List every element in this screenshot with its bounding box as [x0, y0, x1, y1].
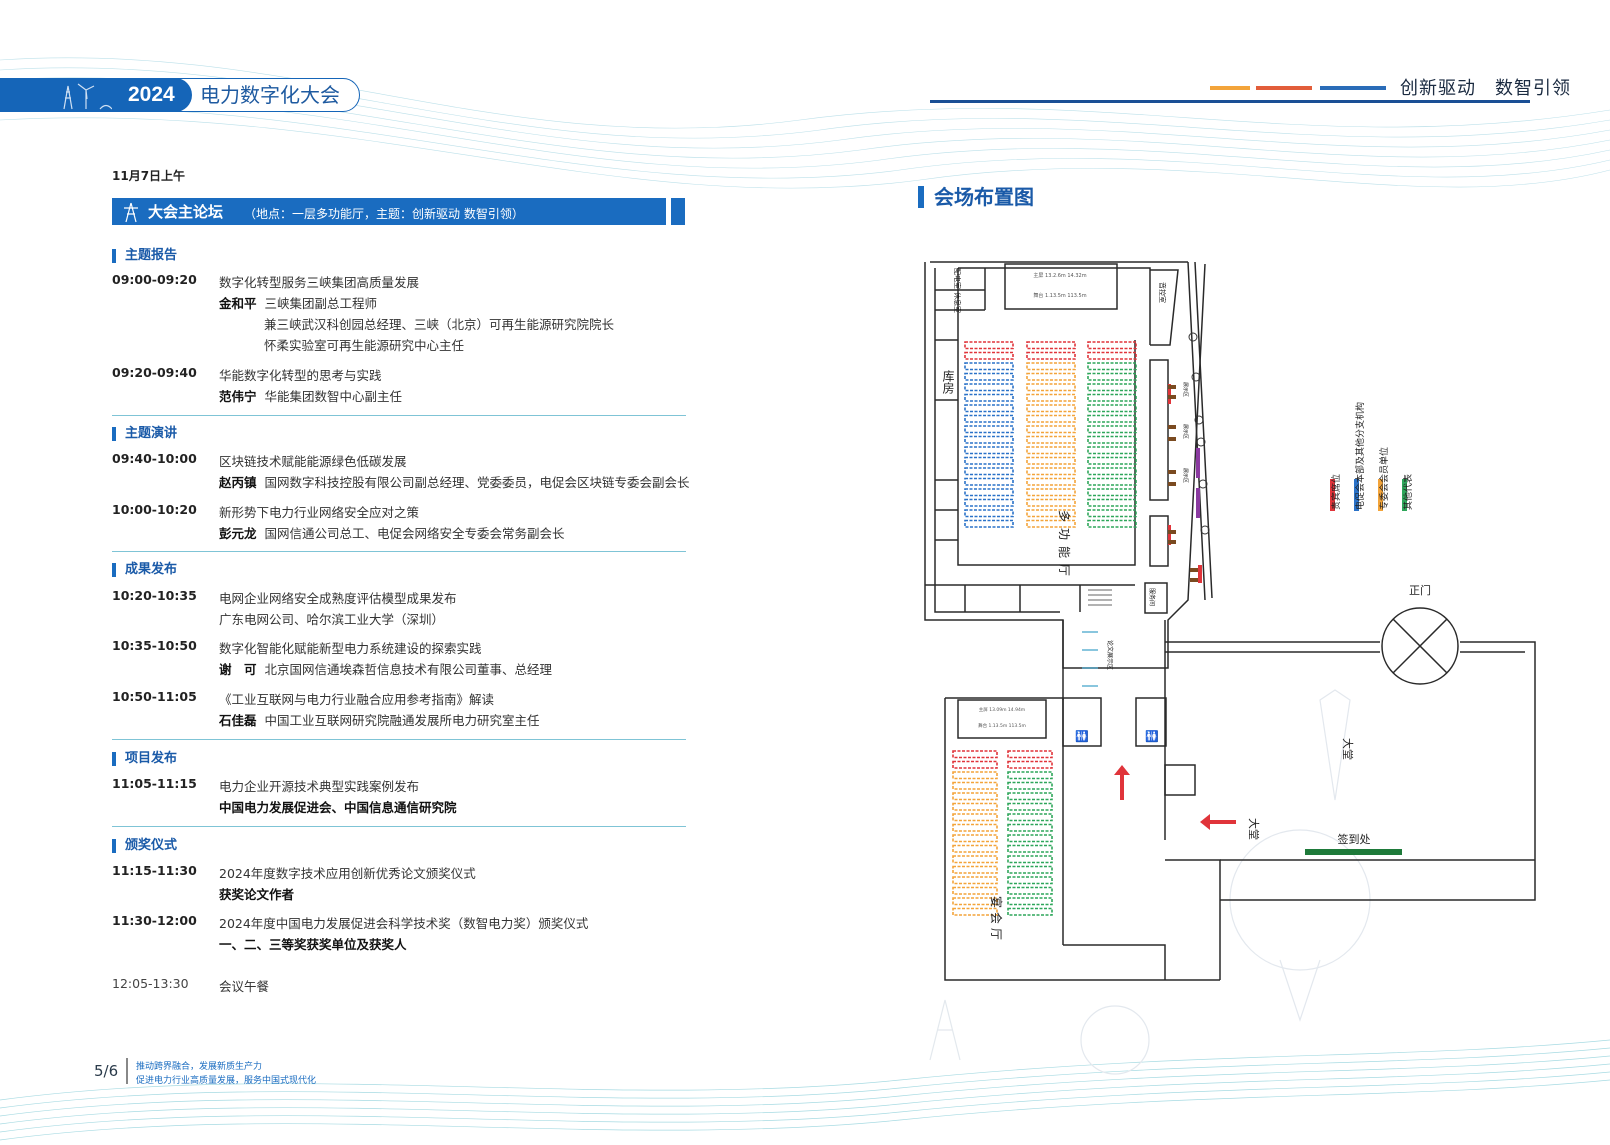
agenda-title: 数字化转型服务三峡集团高质量发展: [219, 275, 420, 290]
agenda-speaker: 赵丙镇国网数字科技控股有限公司副总经理、党委委员，电促会区块链专委会副会长: [219, 472, 690, 491]
speaker-name: 金和平: [219, 296, 257, 311]
header-slogan: 创新驱动 数智引领: [1400, 78, 1571, 99]
agenda-time: 10:00-10:20: [112, 502, 197, 517]
agenda-speaker: 石佳磊中国工业互联网研究院融通发展所电力研究室主任: [219, 710, 540, 729]
agenda-speaker: 范伟宁华能集团数智中心副主任: [219, 386, 402, 405]
agenda-time: 10:20-10:35: [112, 588, 197, 603]
speaker-name: 彭元龙: [219, 526, 257, 541]
speaker-name: 范伟宁: [219, 389, 257, 404]
speaker-role: 国网数字科技控股有限公司副总经理、党委委员，电促会区块链专委会副会长: [264, 475, 690, 490]
agenda-title: 《工业互联网与电力行业融合应用参考指南》解读: [219, 692, 495, 707]
section-project-release: 项目发布: [112, 752, 177, 766]
agenda-speaker: 金和平三峡集团副总工程师: [219, 293, 377, 312]
section-keynote-report: 主题报告: [112, 249, 177, 263]
speaker-role: 北京国网信通埃森哲信息技术有限公司董事、总经理: [264, 662, 553, 677]
agenda-time: 11:30-12:00: [112, 913, 197, 928]
agenda-title: 电网企业网络安全成熟度评估模型成果发布: [219, 591, 457, 606]
agenda-awardees: 一、二、三等奖获奖单位及获奖人: [219, 937, 407, 952]
agenda-title: 电力企业开源技术典型实践案例发布: [219, 779, 420, 794]
header-year-badge: [110, 78, 192, 112]
speaker-role: 国网信通公司总工、电促会网络安全专委会常务副会长: [264, 526, 565, 541]
agenda-title: 华能数字化转型的思考与实践: [219, 368, 382, 383]
venue-title: 会场布置图: [918, 186, 1034, 208]
forum-subtitle: （地点：一层多功能厅，主题：创新驱动 数智引领）: [244, 207, 524, 221]
agenda-speaker: 彭元龙国网信通公司总工、电促会网络安全专委会常务副会长: [219, 523, 565, 542]
agenda-date: 11月7日上午: [112, 169, 186, 183]
speaker-role: 华能集团数智中心副主任: [264, 389, 403, 404]
agenda-time: 10:50-11:05: [112, 689, 197, 704]
agenda-title: 2024年度数字技术应用创新优秀论文颁奖仪式: [219, 866, 476, 881]
agenda-title: 区块链技术赋能能源绿色低碳发展: [219, 454, 407, 469]
footer-line-2: 促进电力行业高质量发展，服务中国式现代化: [136, 1076, 317, 1086]
agenda-time: 11:15-11:30: [112, 863, 197, 878]
section-keynote-speech: 主题演讲: [112, 427, 177, 441]
header-accent-lines: [930, 86, 1530, 103]
page-number: 5/6: [94, 1062, 119, 1080]
footer-divider: [126, 1058, 128, 1084]
agenda-time: 11:05-11:15: [112, 776, 197, 791]
header-year: 2024: [128, 83, 175, 106]
agenda-title: 会议午餐: [219, 979, 270, 994]
agenda-time: 10:35-10:50: [112, 638, 197, 653]
agenda-awardees: 获奖论文作者: [219, 887, 295, 902]
wind-turbine-icon: [63, 83, 112, 110]
agenda-speaker: 谢 可北京国网信通埃森哲信息技术有限公司董事、总经理: [219, 659, 552, 678]
tower-icon: [124, 202, 138, 223]
section-award-ceremony: 颁奖仪式: [112, 839, 177, 853]
speaker-name: 谢 可: [219, 662, 257, 677]
speaker-name: 赵丙镇: [219, 475, 257, 490]
section-divider: [112, 551, 686, 552]
agenda-time: 09:00-09:20: [112, 272, 197, 287]
speaker-name: 石佳磊: [219, 713, 257, 728]
footer-line-1: 推动跨界融合，发展新质生产力: [136, 1062, 263, 1072]
forum-title: 大会主论坛: [148, 203, 224, 221]
agenda-organization: 中国电力发展促进会、中国信息通信研究院: [219, 800, 457, 815]
forum-header-bar: [112, 198, 666, 225]
speaker-role: 兼三峡武汉科创园总经理、三峡（北京）可再生能源研究院院长: [264, 317, 615, 332]
agenda-time: 09:20-09:40: [112, 365, 197, 380]
section-divider: [112, 826, 686, 827]
section-divider: [112, 415, 686, 416]
forum-header-end: [671, 198, 685, 225]
speaker-role: 怀柔实验室可再生能源研究中心主任: [264, 338, 465, 353]
section-results-release: 成果发布: [112, 563, 177, 577]
agenda-time: 09:40-10:00: [112, 451, 197, 466]
speaker-role: 三峡集团副总工程师: [264, 296, 378, 311]
agenda-title: 数字化智能化赋能新型电力系统建设的探索实践: [219, 641, 482, 656]
header-title: 电力数字化大会: [200, 83, 340, 107]
agenda-time: 12:05-13:30: [112, 976, 189, 991]
speaker-role: 中国工业互联网研究院融通发展所电力研究室主任: [264, 713, 540, 728]
agenda-title: 2024年度中国电力发展促进会科学技术奖（数智电力奖）颁奖仪式: [219, 916, 589, 931]
section-divider: [112, 739, 686, 740]
agenda-title: 新形势下电力行业网络安全应对之策: [219, 505, 420, 520]
agenda-organization: 广东电网公司、哈尔滨工业大学（深圳）: [219, 612, 445, 627]
